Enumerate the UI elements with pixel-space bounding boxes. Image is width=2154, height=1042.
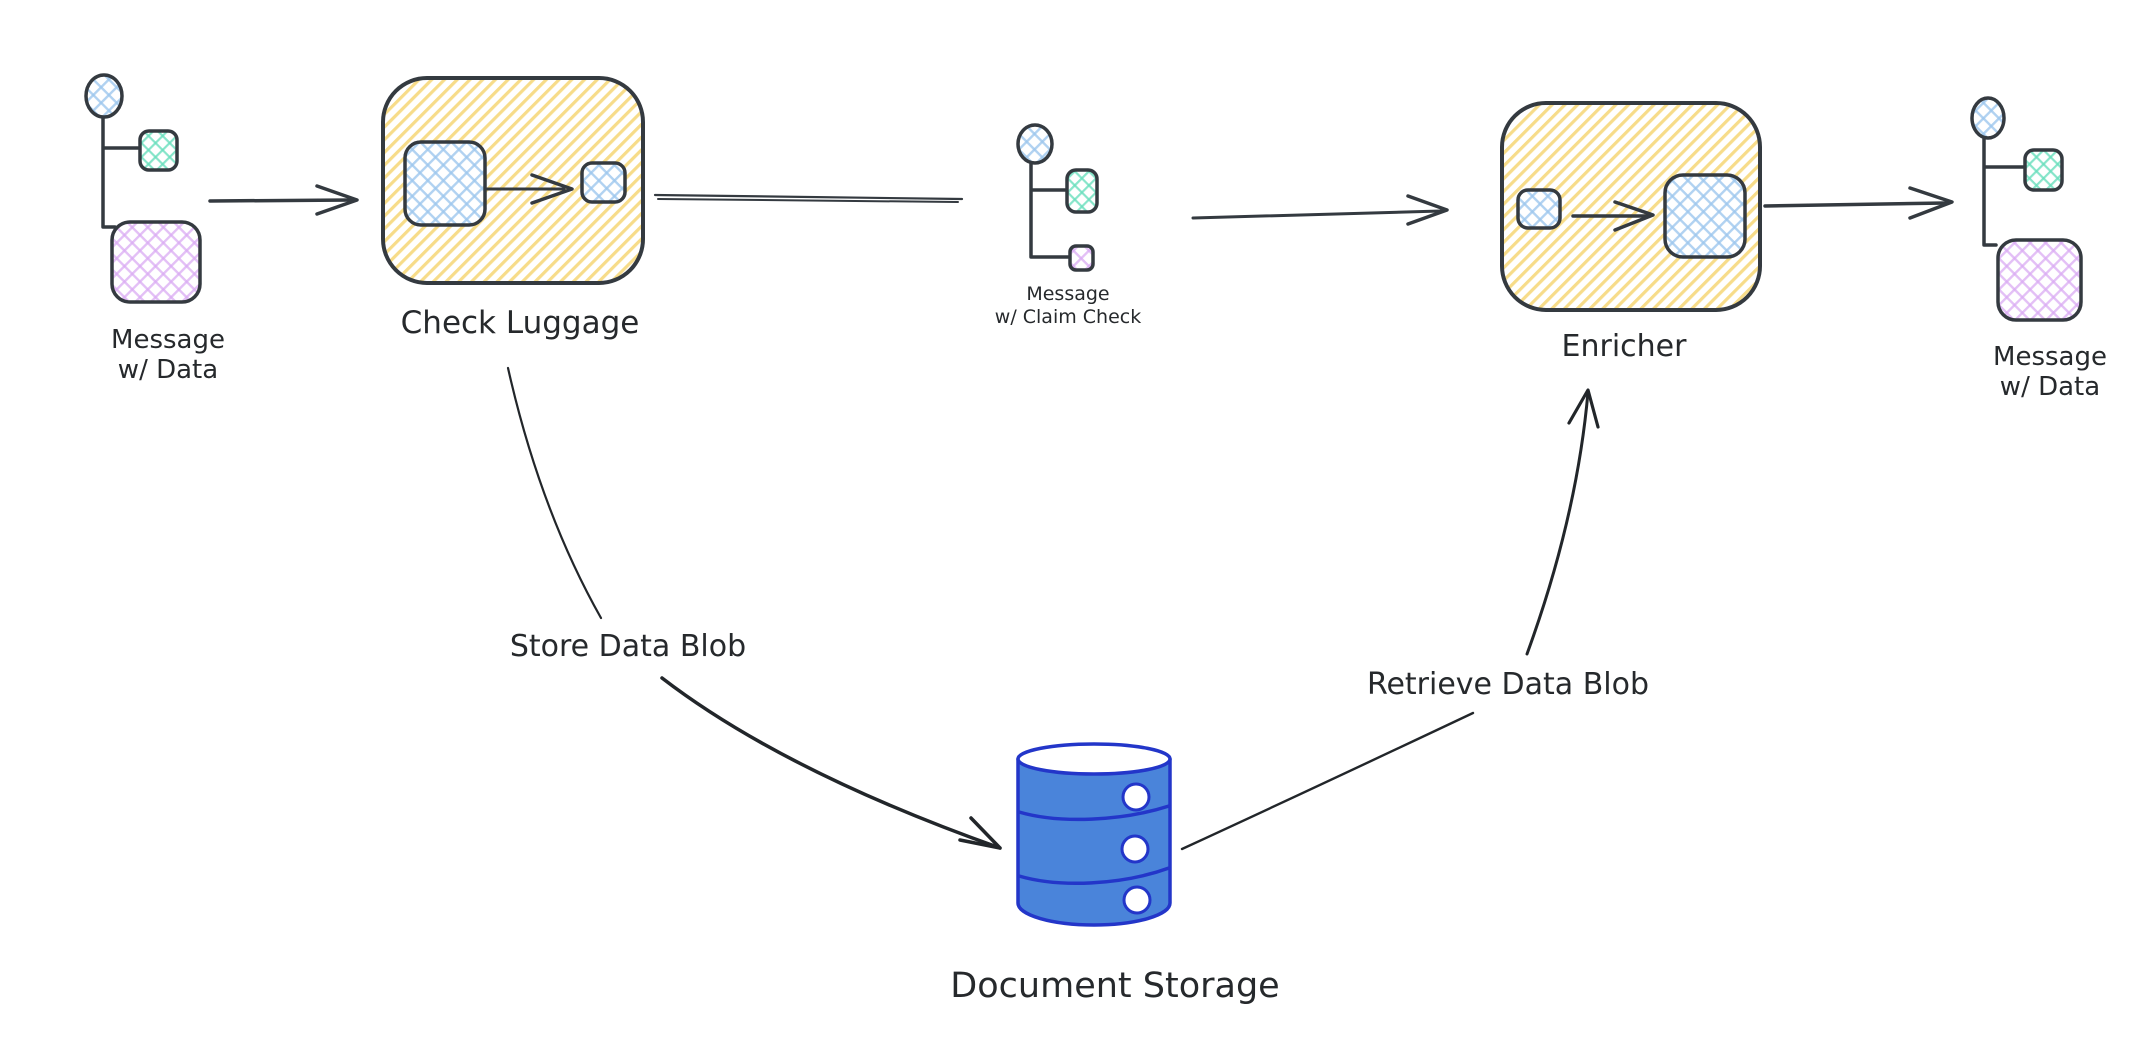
retrieve-data-blob-arrow xyxy=(1180,388,1600,851)
message-connector-lines xyxy=(101,115,140,229)
small-data-ref-square xyxy=(1068,244,1095,272)
arrowhead-icon xyxy=(1406,194,1449,226)
arrowhead-icon xyxy=(1613,200,1655,232)
message-connector-lines xyxy=(1029,161,1070,259)
message-header-circle xyxy=(1016,123,1054,165)
message-left-line2: w/ Data xyxy=(117,354,219,385)
store-data-blob-label: Store Data Blob xyxy=(509,629,747,664)
retrieve-data-blob-label: Retrieve Data Blob xyxy=(1366,667,1650,702)
check-luggage-label: Check Luggage xyxy=(400,305,640,341)
claim-check-square xyxy=(138,129,179,172)
database-dot xyxy=(1122,885,1152,915)
message-right-label: Message w/ Data xyxy=(1993,342,2107,403)
database-top xyxy=(1016,742,1172,776)
arrowhead-icon xyxy=(530,173,574,205)
document-storage-label: Document Storage xyxy=(950,966,1280,1006)
flow-arrow-to-check-luggage xyxy=(208,184,359,216)
message-with-data-left-icon xyxy=(84,73,202,304)
data-blob-square xyxy=(1996,238,2083,322)
flow-arrow-to-message-right xyxy=(1763,186,1954,220)
message-left-label: Message w/ Data xyxy=(111,325,225,386)
arrowhead-icon xyxy=(1567,388,1600,429)
arrowhead-icon xyxy=(1908,186,1954,220)
large-data-square xyxy=(403,140,487,227)
enricher-label: Enricher xyxy=(1561,329,1687,364)
flow-arrow-to-enricher xyxy=(1191,194,1449,226)
message-connector-lines xyxy=(1982,136,2025,247)
enricher-box xyxy=(1500,101,1762,312)
database-dot xyxy=(1120,834,1150,864)
claim-check-square xyxy=(2023,148,2064,192)
check-luggage-box xyxy=(381,76,645,285)
small-data-square xyxy=(1516,188,1562,230)
message-middle-line1: Message xyxy=(1026,283,1110,305)
message-header-circle xyxy=(1970,96,2006,140)
store-data-blob-arrow xyxy=(506,366,1002,850)
message-header-circle xyxy=(84,73,124,119)
arrowhead-icon xyxy=(315,184,359,216)
message-middle-line2: w/ Claim Check xyxy=(994,305,1142,328)
database-icon xyxy=(1016,742,1172,927)
flow-line-to-claim-check-message xyxy=(653,193,964,203)
processor-frame xyxy=(381,76,645,285)
message-with-data-right-icon xyxy=(1970,96,2083,322)
arrowhead-icon xyxy=(958,816,1002,850)
message-right-line2: w/ Data xyxy=(1999,371,2101,402)
message-middle-label: Message w/ Claim Check xyxy=(995,283,1141,329)
database-dot xyxy=(1121,782,1151,812)
message-with-claim-check-icon xyxy=(1016,123,1099,272)
large-data-square xyxy=(1663,173,1747,259)
claim-check-square xyxy=(1065,168,1099,214)
message-right-line1: Message xyxy=(1993,342,2107,372)
small-data-square xyxy=(580,161,627,204)
message-left-line1: Message xyxy=(111,325,225,355)
data-blob-square xyxy=(110,220,202,304)
